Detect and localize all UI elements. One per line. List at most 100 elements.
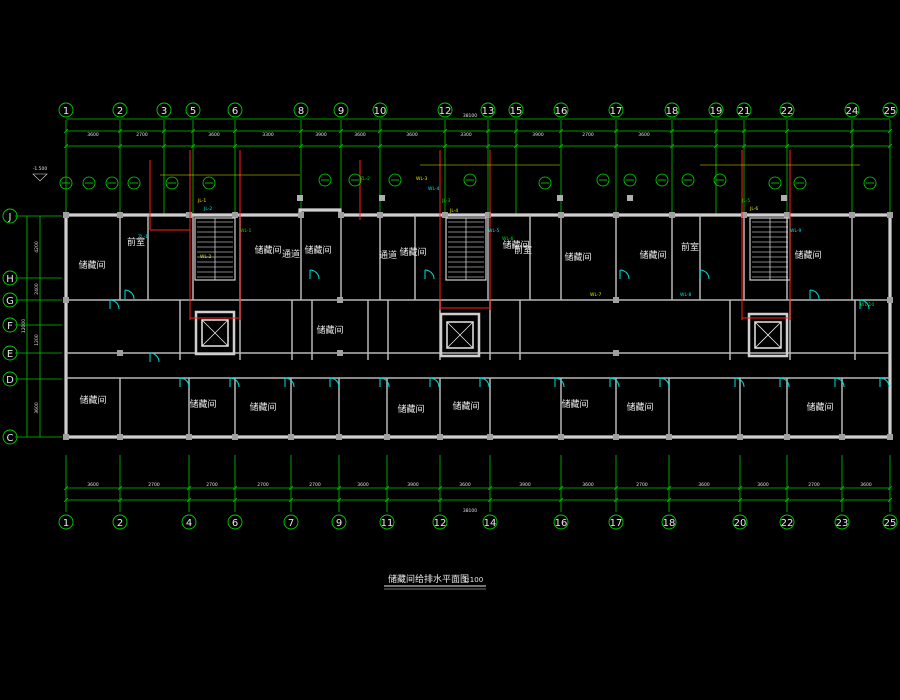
bottom-segment-dimension: 3600: [698, 482, 710, 488]
dim-tick: [190, 143, 196, 149]
column: [784, 434, 790, 440]
pipe-tag: WL-4: [428, 186, 440, 192]
elevator-enclosure: [747, 312, 789, 358]
axis-bubble-label: 4: [186, 518, 192, 529]
column: [442, 212, 448, 218]
axis-bubble-bottom: [379, 514, 395, 530]
axis-bubble-bottom: [227, 514, 243, 530]
pipe-tag: JL-6: [749, 206, 758, 212]
floor-drain: [596, 173, 610, 187]
dim-tick: [784, 128, 790, 134]
axis-bubble-top: [882, 102, 898, 118]
axis-bubble-label: 9: [336, 518, 342, 529]
axis-bubble-label: 16: [555, 106, 568, 117]
dim-tick: [232, 128, 238, 134]
dim-tick: [232, 485, 238, 491]
floor-drain: [713, 173, 727, 187]
floor-drain: [318, 173, 332, 187]
dim-tick: [186, 497, 192, 503]
pipe-tag: JL-3: [441, 198, 450, 204]
elevator-cross: [446, 321, 474, 349]
dim-tick: [666, 485, 672, 491]
column: [117, 350, 123, 356]
column: [288, 434, 294, 440]
bottom-segment-dimension: 3900: [519, 482, 531, 488]
dim-tick: [338, 128, 344, 134]
left-segment-dimension: 1200: [34, 334, 40, 346]
pipe-tag: WL-9: [790, 228, 802, 234]
dim-tick: [485, 143, 491, 149]
pipe-tag: WL-1: [240, 228, 252, 234]
bottom-segment-dimension: 3600: [357, 482, 369, 488]
level-mark: -1.500: [33, 166, 48, 172]
drain-fixtures: [59, 173, 877, 201]
dim-tick: [513, 143, 519, 149]
door-swing: [609, 377, 620, 388]
room-label: 储藏间: [626, 401, 653, 413]
axis-bubble-top: [553, 102, 569, 118]
axis-bubble-label: 19: [710, 106, 723, 117]
bottom-segment-dimension: 3600: [757, 482, 769, 488]
left-total-dimension: 12000: [21, 319, 27, 333]
floor-drain: [165, 176, 179, 190]
door-swing: [309, 269, 320, 280]
door-swing: [124, 289, 135, 300]
left-segment-dimension: 4200: [34, 241, 40, 253]
dim-tick: [63, 485, 69, 491]
elevator-shaft: [754, 321, 782, 349]
top-segment-dimension: 3900: [532, 132, 544, 138]
column: [487, 434, 493, 440]
door-swing: [329, 377, 340, 388]
axis-bubble-label: 2: [117, 106, 123, 117]
top-segment-dimension: 3300: [460, 132, 472, 138]
dim-tick: [558, 128, 564, 134]
pipe-tag: ZL-2: [360, 176, 370, 182]
axis-bubble-label: 15: [510, 106, 523, 117]
axis-bubble-bottom: [732, 514, 748, 530]
floor-drain: [348, 173, 362, 187]
axis-bubble-bottom: [58, 514, 74, 530]
floor-drain: [202, 176, 216, 190]
column: [887, 434, 893, 440]
top-segment-dimension: 3600: [354, 132, 366, 138]
dim-tick: [377, 143, 383, 149]
pipe-tag: JL-2: [203, 206, 212, 212]
pipe-tag: JL-1: [197, 198, 206, 204]
column: [117, 434, 123, 440]
column: [384, 434, 390, 440]
dim-tick: [887, 497, 893, 503]
axis-bubble-label: 23: [836, 518, 849, 529]
elevator-shaft: [446, 321, 474, 349]
column: [613, 212, 619, 218]
axis-bubble-top: [333, 102, 349, 118]
floor-drain: [388, 173, 402, 187]
pipe-tag: JL-4: [449, 208, 458, 214]
axis-bubble-label: 12: [434, 518, 447, 529]
dim-tick: [485, 128, 491, 134]
column: [336, 434, 342, 440]
door-swing: [859, 299, 870, 310]
dim-tick: [232, 497, 238, 503]
column: [186, 434, 192, 440]
axis-bubble-bottom: [608, 514, 624, 530]
axis-bubble-top: [293, 102, 309, 118]
stair-and-elevator-cores: [194, 217, 791, 358]
axis-bubble-label: 9: [338, 106, 344, 117]
dim-tick: [336, 485, 342, 491]
axis-bubble-top: [779, 102, 795, 118]
dim-tick: [487, 485, 493, 491]
dim-tick: [338, 143, 344, 149]
axis-bubble-bottom: [482, 514, 498, 530]
room-label: 储藏间: [79, 394, 106, 406]
dim-tick: [117, 497, 123, 503]
axis-bubble-bottom: [331, 514, 347, 530]
column: [887, 297, 893, 303]
dim-tick: [63, 128, 69, 134]
dim-tick: [186, 485, 192, 491]
floor-drain: [793, 176, 807, 190]
axis-bubble-label: 6: [232, 518, 238, 529]
dim-tick: [737, 497, 743, 503]
dim-tick: [117, 143, 123, 149]
